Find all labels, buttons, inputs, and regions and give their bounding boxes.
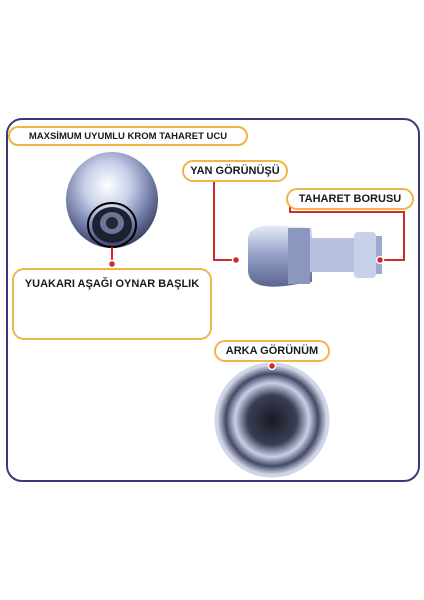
back-view-label: ARKA GÖRÜNÜM <box>214 340 330 362</box>
swivel-head-box: YUAKARI AŞAĞI OYNAR BAŞLIK <box>12 268 212 340</box>
swivel-head-label: YUAKARI AŞAĞI OYNAR BAŞLIK <box>24 278 200 290</box>
product-title: MAXSİMUM UYUMLU KROM TAHARET UCU <box>8 126 248 146</box>
side-view-label: YAN GÖRÜNÜŞÜ <box>182 160 288 182</box>
pipe-label: TAHARET BORUSU <box>286 188 414 210</box>
